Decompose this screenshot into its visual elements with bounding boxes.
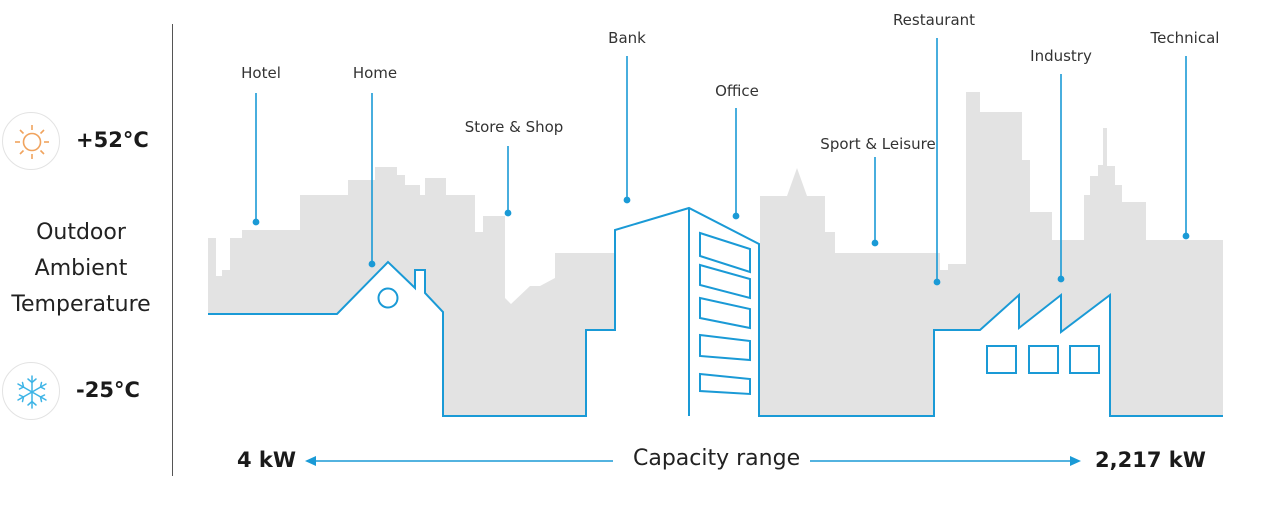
label-technical: Technical (1150, 29, 1220, 47)
capacity-max: 2,217 kW (1095, 448, 1206, 472)
home-window-icon (377, 287, 399, 309)
home-outline (208, 206, 1223, 417)
blue-outline-buildings (208, 206, 1223, 417)
min-temperature: -25°C (76, 378, 140, 402)
max-temperature: +52°C (76, 128, 149, 152)
outdoor-ambient-temperature-label: Outdoor Ambient Temperature (11, 220, 151, 317)
temperature-panel: +52°C Outdoor Ambient Temperature -25°C (0, 0, 172, 527)
label-bank: Bank (608, 29, 646, 47)
sun-icon (2, 112, 60, 170)
arrow-left-icon (305, 456, 316, 466)
capacity-arrows (305, 456, 1081, 466)
factory-windows (986, 345, 1100, 374)
skyline-silhouette (208, 92, 1223, 416)
label-office: Office (715, 82, 759, 100)
office-windows (699, 231, 751, 396)
label-restaurant: Restaurant (892, 11, 976, 29)
label-sport-leisure: Sport & Leisure (820, 135, 936, 153)
label-home: Home (352, 64, 398, 82)
arrow-right-icon (1070, 456, 1081, 466)
capacity-range-label: Capacity range (633, 446, 801, 471)
panel-divider (172, 24, 173, 476)
snowflake-icon (2, 362, 60, 420)
label-industry: Industry (1030, 47, 1092, 65)
label-hotel: Hotel (241, 64, 281, 82)
capacity-min: 4 kW (237, 448, 297, 472)
label-store-shop: Store & Shop (464, 118, 564, 136)
callout-lines (252, 38, 1190, 286)
